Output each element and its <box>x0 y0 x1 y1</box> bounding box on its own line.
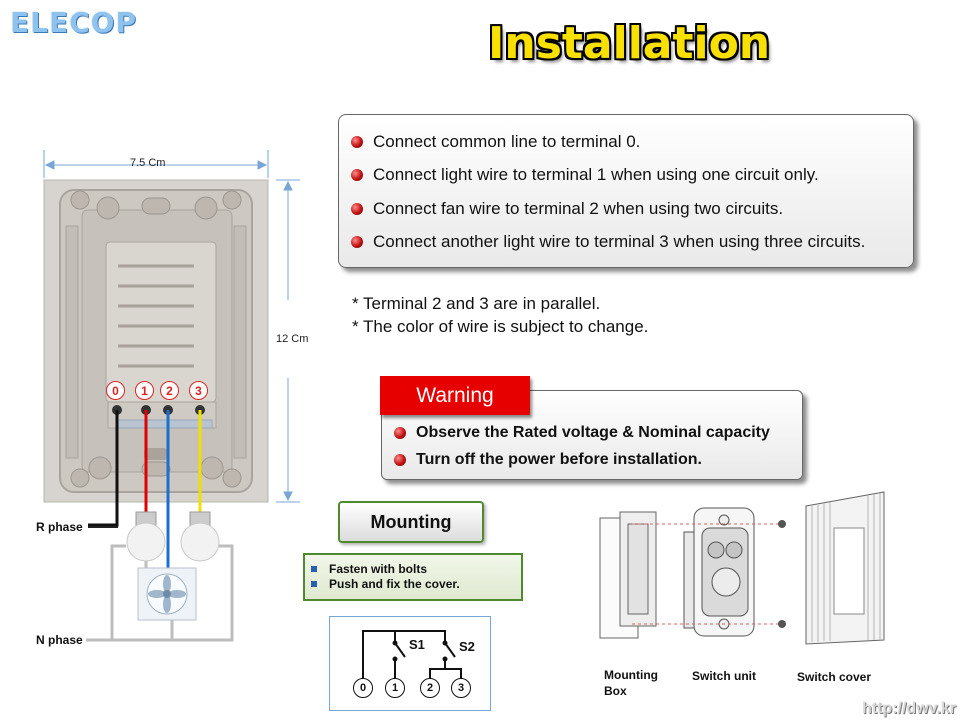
circuit-terminal-0: 0 <box>353 678 373 698</box>
instruction-item: Connect another light wire to terminal 3… <box>339 226 913 260</box>
part-label-mounting-box: Mounting Box <box>604 668 658 698</box>
width-dimension <box>43 150 269 178</box>
bullet-icon <box>351 169 363 182</box>
switch-s2-label: S2 <box>459 639 475 654</box>
width-label: 7.5 Cm <box>130 157 166 169</box>
note-item: * Terminal 2 and 3 are in parallel. <box>352 294 601 313</box>
mounting-step: Fasten with bolts <box>311 561 521 576</box>
terminal-badges: 0 1 2 3 <box>106 381 214 400</box>
screw-icon <box>778 520 786 628</box>
circuit-schematic: S1 S2 0 1 2 3 <box>329 616 491 711</box>
switch-cover-drawing <box>805 491 885 645</box>
part-label-switch-cover: Switch cover <box>797 670 872 684</box>
light-bulb-2 <box>180 511 220 562</box>
bullet-icon <box>394 453 406 466</box>
mounting-steps: Fasten with bolts Push and fix the cover… <box>303 553 523 601</box>
terminal-badge-2: 2 <box>160 381 179 400</box>
instruction-item: Connect light wire to terminal 1 when us… <box>339 159 913 193</box>
light-bulb-1 <box>126 511 166 562</box>
circuit-terminal-3: 3 <box>451 678 471 698</box>
switch-unit-drawing <box>683 507 755 637</box>
instruction-item: Connect common line to terminal 0. <box>339 125 913 159</box>
part-label-switch-unit: Switch unit <box>692 669 756 683</box>
warning-box: Observe the Rated voltage & Nominal capa… <box>381 390 803 480</box>
bullet-icon <box>351 202 363 215</box>
warning-item: Turn off the power before installation. <box>382 446 770 473</box>
note-item: * The color of wire is subject to change… <box>352 317 649 336</box>
page-title: Installation <box>488 18 771 69</box>
wiring-diagram <box>43 150 300 642</box>
fan-icon <box>137 567 197 621</box>
elecop-logo: ELECOP <box>10 6 137 39</box>
instruction-item: Connect fan wire to terminal 2 when usin… <box>339 192 913 226</box>
bullet-icon <box>311 580 317 587</box>
r-phase-label: R phase <box>36 520 83 534</box>
bullet-icon <box>394 426 406 439</box>
mounting-step: Push and fix the cover. <box>311 576 521 591</box>
height-label: 12 Cm <box>276 333 309 345</box>
terminal-badge-1: 1 <box>135 381 154 400</box>
mounting-illustration <box>599 491 885 645</box>
switch-back-plate <box>43 179 269 503</box>
wire-common <box>88 410 119 527</box>
terminal-badge-3: 3 <box>189 381 208 400</box>
warning-item: Observe the Rated voltage & Nominal capa… <box>382 419 770 446</box>
bullet-icon <box>311 565 317 572</box>
mounting-box-drawing <box>599 511 657 639</box>
bullet-icon <box>351 236 363 249</box>
bullet-icon <box>351 135 363 148</box>
notes: * Terminal 2 and 3 are in parallel. * Th… <box>352 292 648 338</box>
instructions-box: Connect common line to terminal 0. Conne… <box>338 114 914 268</box>
mounting-label: Mounting <box>338 501 484 543</box>
circuit-terminal-2: 2 <box>420 678 440 698</box>
circuit-terminal-1: 1 <box>385 678 405 698</box>
website-url: http://dwv.kr <box>862 700 956 717</box>
n-phase-label: N phase <box>36 633 83 647</box>
warning-label: Warning <box>380 376 530 415</box>
height-dimension <box>276 179 300 503</box>
switch-s1-label: S1 <box>409 637 425 652</box>
terminal-badge-0: 0 <box>106 381 125 400</box>
